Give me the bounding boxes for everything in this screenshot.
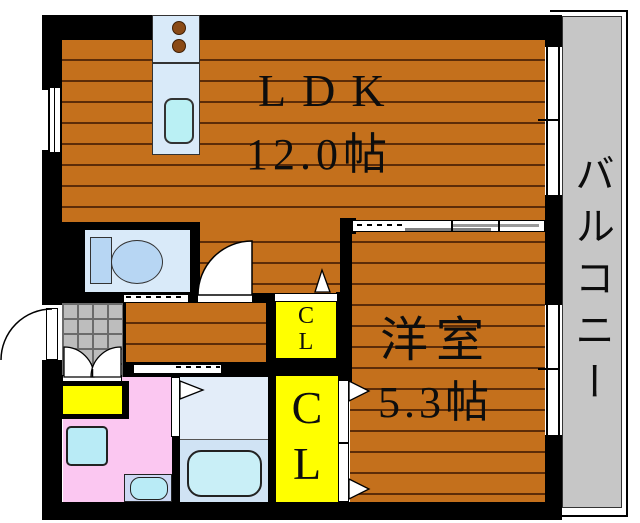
bath-washroom-divider — [172, 435, 180, 502]
entrance-door-arc — [0, 308, 53, 361]
western-room-floor — [350, 222, 545, 502]
closet-large-label-bottom: L — [292, 438, 322, 489]
entry-corridor-divider — [122, 303, 126, 377]
wall-right-middle — [545, 195, 562, 305]
wall-right-lower — [545, 435, 562, 520]
bathtub — [187, 450, 262, 497]
closet-small-label: C L — [276, 303, 336, 355]
toilet-sliding-door — [123, 294, 189, 303]
washing-machine — [66, 426, 108, 466]
shoe-cabinet — [63, 386, 122, 414]
balcony-railing-outline — [550, 10, 628, 517]
western-room-left-wall — [340, 222, 352, 292]
toilet-bowl — [111, 240, 163, 284]
bathroom-door — [171, 377, 180, 437]
sliding-partition — [352, 220, 545, 232]
kitchen-counter — [152, 15, 200, 155]
wall-left-middle — [42, 150, 62, 305]
closet-small — [276, 302, 336, 358]
counter-divider — [153, 62, 199, 64]
closet-large-label-top: C — [291, 382, 323, 433]
washroom-door — [133, 364, 222, 374]
window-western-balcony — [546, 305, 560, 435]
entry-tile-floor — [62, 303, 123, 377]
wash-basin — [130, 477, 168, 500]
ldk-area-label: 12.0帖 — [246, 130, 392, 179]
window-left — [48, 88, 62, 152]
stove-burner-icon — [172, 21, 186, 35]
ldk-floor-nook — [200, 222, 340, 293]
window-ldk-balcony — [546, 47, 560, 195]
window-western-tick — [538, 368, 558, 370]
closet-large — [276, 376, 338, 502]
closet-large-door-upper — [338, 380, 349, 443]
closet-large-label: C L — [276, 380, 338, 492]
kitchen-sink — [164, 98, 194, 144]
stove-burner-icon — [172, 39, 186, 53]
ldk-floor — [62, 40, 545, 222]
wall-left-upper — [42, 15, 62, 90]
western-room-area-label: 5.3帖 — [378, 378, 493, 427]
toilet-tank — [90, 237, 112, 284]
ldk-label: LDK — [258, 65, 401, 116]
closet-separator-wall — [266, 356, 350, 376]
closet-small-label-bottom: L — [298, 329, 314, 355]
hall-door-leaf — [197, 293, 253, 303]
wall-bottom — [42, 502, 557, 520]
window-ldk-tick — [538, 119, 558, 121]
corridor-floor — [126, 303, 268, 365]
closet-left-wall — [266, 293, 278, 502]
closet-small-door — [274, 293, 338, 302]
closet-large-door-lower — [338, 443, 349, 502]
bathroom-upper-floor — [180, 377, 268, 440]
entrance-door-leaf — [46, 308, 58, 360]
hall-door-jamb — [253, 293, 268, 303]
balcony-floor — [562, 16, 622, 508]
balcony-label: バルコニー — [569, 153, 614, 413]
wall-top — [42, 15, 557, 40]
closet-small-label-top: C — [297, 303, 314, 329]
wall-right-upper — [545, 15, 562, 47]
western-room-label: 洋室 — [380, 314, 493, 367]
